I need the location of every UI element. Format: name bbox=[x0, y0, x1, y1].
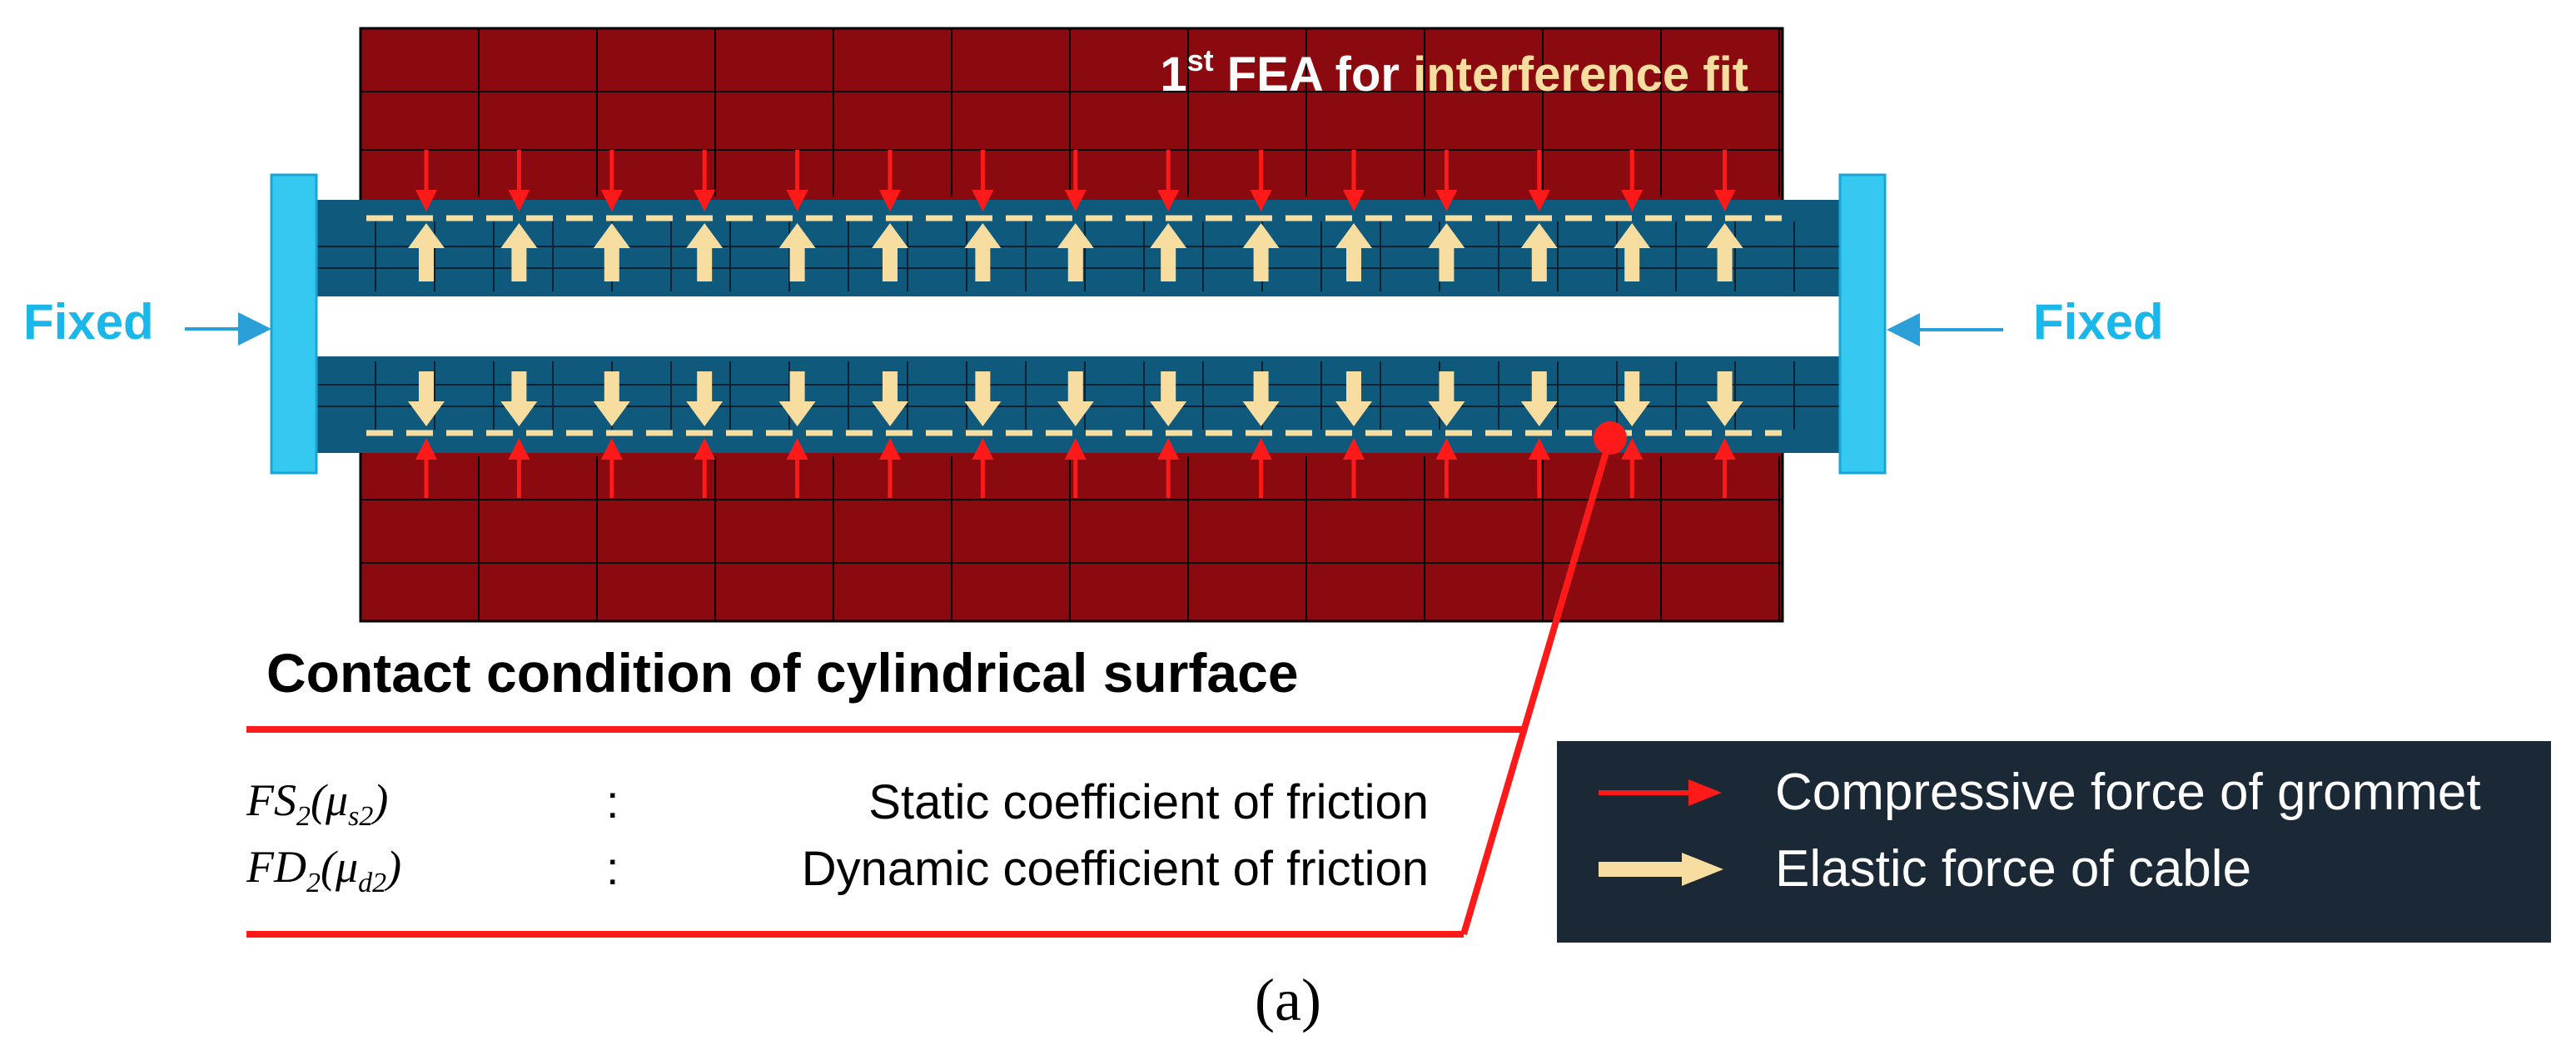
compressive-arrow-head bbox=[1528, 190, 1550, 211]
compressive-arrow-head bbox=[786, 438, 808, 460]
compressive-arrow-head bbox=[972, 190, 994, 211]
elastic-arrow bbox=[593, 371, 630, 426]
static-coefficient-colon: : bbox=[606, 775, 619, 828]
static-coefficient-description: Static coefficient of friction bbox=[868, 775, 1429, 829]
compressive-arrow-head bbox=[1250, 438, 1272, 460]
mu-subscript: d2 bbox=[358, 867, 387, 898]
compressive-arrow-head bbox=[879, 438, 901, 460]
elastic-arrow bbox=[1706, 371, 1743, 426]
right-fixture bbox=[1838, 173, 1887, 475]
elastic-arrow bbox=[686, 371, 724, 426]
left-fixture bbox=[270, 173, 318, 475]
elastic-arrow bbox=[1057, 371, 1094, 426]
elastic-arrow bbox=[1614, 223, 1651, 281]
elastic-arrow bbox=[408, 371, 445, 426]
contact-condition-title: Contact condition of cylindrical surface bbox=[266, 642, 1299, 704]
elastic-arrow bbox=[1335, 371, 1372, 426]
fixed-right-label: Fixed bbox=[2033, 294, 2164, 350]
symbol-base: FD bbox=[246, 842, 306, 892]
elastic-arrow bbox=[593, 223, 630, 281]
elastic-arrow bbox=[1428, 223, 1465, 281]
symbol-base: FS bbox=[246, 775, 296, 825]
elastic-arrow bbox=[408, 223, 445, 281]
compressive-arrow-head bbox=[1064, 190, 1087, 211]
elastic-arrow bbox=[1706, 223, 1743, 281]
elastic-arrow bbox=[1242, 371, 1280, 426]
callout-line bbox=[1460, 436, 1614, 936]
fea-title-highlight: interference fit bbox=[1413, 47, 1748, 102]
elastic-arrow bbox=[964, 371, 1002, 426]
compressive-arrow-head bbox=[879, 190, 901, 211]
symbol-subscript: 2 bbox=[296, 800, 311, 832]
dynamic-coefficient-colon: : bbox=[606, 842, 619, 894]
compressive-arrows-top bbox=[415, 150, 1736, 211]
compressive-arrow-head bbox=[1064, 438, 1087, 460]
figure-caption: (a) bbox=[1255, 967, 1321, 1033]
elastic-arrow bbox=[964, 223, 1002, 281]
elastic-arrow bbox=[872, 223, 908, 281]
compressive-arrow-head bbox=[508, 190, 530, 211]
compressive-arrow-head bbox=[1157, 438, 1180, 460]
legend-label-compressive: Compressive force of grommet bbox=[1775, 764, 2481, 821]
fea-title-text: FEA for bbox=[1226, 47, 1414, 102]
compressive-arrow-head bbox=[1250, 190, 1272, 211]
elastic-arrow bbox=[778, 223, 816, 281]
compressive-arrow-head bbox=[786, 190, 808, 211]
compressive-arrow-head bbox=[508, 438, 530, 460]
compressive-arrow-head bbox=[1435, 438, 1458, 460]
compressive-arrows-bottom bbox=[415, 438, 1736, 498]
fea-title-superscript: st bbox=[1186, 43, 1214, 77]
compressive-arrow-head bbox=[1621, 438, 1644, 460]
elastic-arrow bbox=[1150, 223, 1187, 281]
symbol-subscript: 2 bbox=[306, 867, 321, 898]
fixed-left-label: Fixed bbox=[23, 294, 154, 350]
elastic-arrow bbox=[1428, 371, 1465, 426]
compressive-arrow-head bbox=[415, 438, 437, 460]
legend-label-elastic: Elastic force of cable bbox=[1775, 840, 2252, 898]
block-arrow-right-icon bbox=[1599, 853, 1723, 886]
compressive-arrow-head bbox=[1621, 190, 1644, 211]
elastic-arrow bbox=[686, 223, 724, 281]
elastic-arrow bbox=[1150, 371, 1187, 426]
mu-subscript: s2 bbox=[348, 800, 374, 832]
elastic-arrow bbox=[500, 223, 538, 281]
upper-grommet-mesh bbox=[361, 28, 1783, 197]
lower-grommet bbox=[359, 431, 1784, 623]
thin-arrow-right-icon bbox=[1599, 779, 1722, 806]
elastic-arrows-bottom bbox=[408, 371, 1743, 426]
compressive-arrow-head bbox=[694, 190, 716, 211]
compressive-arrow-head bbox=[1713, 438, 1736, 460]
fea-title-number: 1 bbox=[1160, 47, 1187, 102]
compressive-arrow-head bbox=[1528, 438, 1550, 460]
elastic-arrow bbox=[1614, 371, 1651, 426]
compressive-arrow-head bbox=[1343, 438, 1365, 460]
elastic-arrow bbox=[1520, 371, 1558, 426]
dynamic-coefficient-description: Dynamic coefficient of friction bbox=[801, 842, 1429, 896]
legend: Compressive force of grommet Elastic for… bbox=[1557, 741, 2551, 943]
compressive-arrow-head bbox=[1713, 190, 1736, 211]
compressive-arrow-head bbox=[1343, 190, 1365, 211]
elastic-arrow bbox=[872, 371, 908, 426]
dynamic-coefficient-symbol: FD2(μd2) bbox=[246, 842, 402, 898]
compressive-arrow-head bbox=[1435, 190, 1458, 211]
compressive-arrow-head bbox=[1157, 190, 1180, 211]
compressive-arrow-head bbox=[694, 438, 716, 460]
elastic-arrow bbox=[1520, 223, 1558, 281]
elastic-arrows-top bbox=[408, 223, 1743, 281]
elastic-arrow bbox=[1242, 223, 1280, 281]
elastic-arrow bbox=[778, 371, 816, 426]
compressive-arrow-head bbox=[600, 190, 623, 211]
elastic-arrow bbox=[1335, 223, 1372, 281]
static-coefficient-symbol: FS2(μs2) bbox=[246, 775, 389, 832]
fea-title: 1st FEA for interference fit bbox=[1160, 43, 1748, 102]
compressive-arrow-head bbox=[415, 190, 437, 211]
lower-grommet-mesh bbox=[361, 456, 1783, 621]
elastic-arrow bbox=[500, 371, 538, 426]
compressive-arrow-head bbox=[972, 438, 994, 460]
elastic-arrow bbox=[1057, 223, 1094, 281]
compressive-arrow-head bbox=[600, 438, 623, 460]
callout-dot bbox=[1594, 421, 1627, 455]
